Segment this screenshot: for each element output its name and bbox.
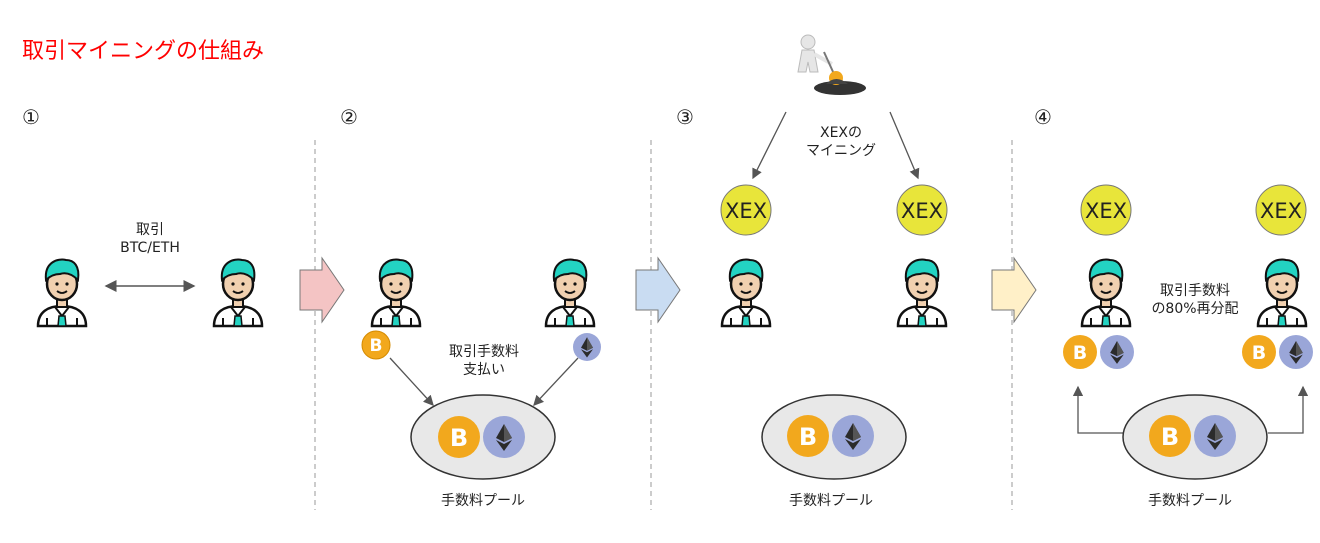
xex-coin-icon: XEX [896,184,948,236]
panel-1: 取引 BTC/ETH [36,222,264,328]
xex-coin-icon: XEX [1080,184,1132,236]
mining-arrow-left [752,111,787,180]
redistribution-label-line2: の80%再分配 [1151,301,1238,317]
trader-b-icon [896,258,948,328]
eth-coin-icon [1100,335,1134,369]
svg-text:B: B [1161,423,1179,451]
trader-b-icon [1256,258,1308,328]
miner-icon [797,34,866,95]
xex-coin-icon: XEX [1255,184,1307,236]
btc-coin-icon: B [1149,415,1191,457]
eth-coin-icon [573,333,601,361]
block-arrow-3 [991,256,1037,324]
panel-2: B 取引手数料 支払い B 手数料プール [361,258,601,509]
trade-label-line1: 取引 [136,222,164,238]
eth-coin-icon [483,416,525,458]
eth-coin-icon [832,415,874,457]
eth-coin-icon [1194,415,1236,457]
panel-4: XEX XEX 取引手数料 の80%再分配 B B [1063,184,1313,509]
mining-label-line2: マイニング [806,143,876,159]
pool-label: 手数料プール [789,493,873,509]
btc-coin-icon: B [1063,335,1097,369]
svg-text:B: B [799,423,817,451]
trader-a-icon [1080,258,1132,328]
fee-arrow-right [533,357,579,406]
btc-coin-icon: B [438,416,480,458]
svg-text:B: B [1073,342,1087,364]
trader-b-icon [212,258,264,328]
svg-text:XEX: XEX [1085,199,1127,223]
xex-coin-icon: XEX [720,184,772,236]
svg-text:B: B [370,336,383,356]
svg-text:XEX: XEX [725,199,767,223]
pool-label: 手数料プール [441,493,525,509]
trader-a-icon [370,258,422,328]
step-2-label: ② [340,105,358,129]
svg-text:B: B [450,424,468,452]
trader-a-icon [720,258,772,328]
fee-label-line1: 取引手数料 [449,344,519,360]
btc-coin-icon: B [787,415,829,457]
trade-label-line2: BTC/ETH [120,240,180,256]
redistribution-arrow-left [1072,385,1124,434]
page-title: 取引マイニングの仕組み [22,39,264,64]
trader-b-icon [544,258,596,328]
eth-coin-icon [1279,335,1313,369]
fee-arrow-left [389,357,434,406]
svg-text:B: B [1252,342,1266,364]
step-3-label: ③ [676,105,694,129]
btc-coin-icon: B [1242,335,1276,369]
pool-label: 手数料プール [1148,493,1232,509]
block-arrow-2 [635,256,681,324]
mining-arrow-right [889,111,920,180]
svg-text:XEX: XEX [1260,199,1302,223]
block-arrow-1 [299,256,345,324]
svg-text:XEX: XEX [901,199,943,223]
step-4-label: ④ [1034,105,1052,129]
fee-label-line2: 支払い [463,362,505,378]
redistribution-label-line1: 取引手数料 [1160,283,1230,299]
redistribution-arrow-right [1268,385,1309,434]
step-1-label: ① [22,105,40,129]
panel-3: XEXの マイニング XEX XEX B 手数料プール [720,34,948,509]
btc-coin-icon: B [361,330,391,360]
mining-label-line1: XEXの [820,125,862,141]
trader-a-icon [36,258,88,328]
